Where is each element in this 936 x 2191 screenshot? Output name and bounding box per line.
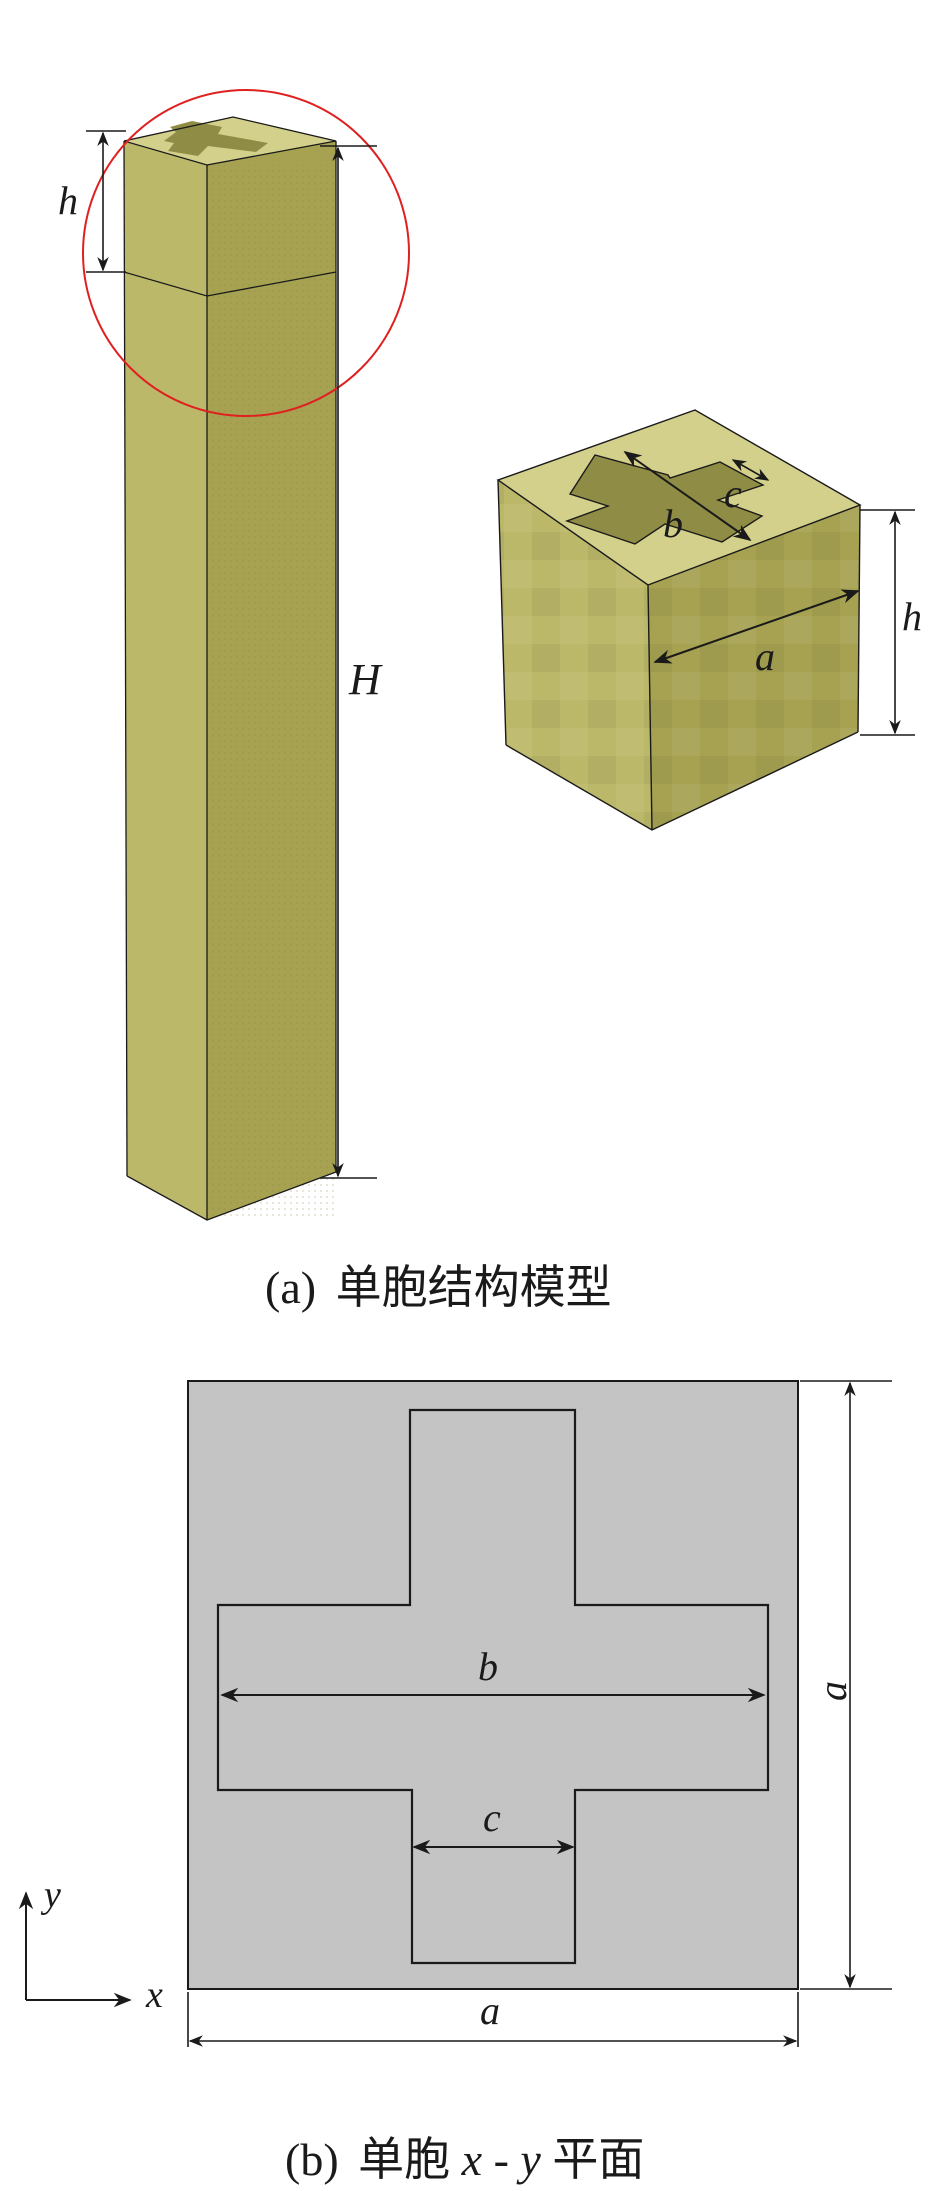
section-square — [187, 1380, 799, 1990]
column-cross-hole — [164, 121, 268, 156]
caption-b-var-x: x — [461, 2134, 483, 2185]
column-model: h H — [58, 89, 410, 1221]
b-cube-label: b — [663, 501, 683, 546]
a-right-label: a — [810, 1681, 855, 1701]
c-cube-label: c — [724, 471, 742, 516]
caption-b-dash: - — [494, 2134, 509, 2185]
caption-b-text-2: 平面 — [552, 2134, 644, 2185]
column-front-face — [124, 141, 207, 1220]
a-bottom-label: a — [480, 1988, 500, 2033]
caption-a-tag: (a) — [265, 1262, 316, 1313]
a-cube-label: a — [755, 634, 775, 679]
b-cube-arrow — [623, 450, 752, 542]
cell-boundary-line — [123, 271, 337, 297]
b-section-label: b — [478, 1644, 498, 1689]
a-cube-arrow — [653, 589, 860, 664]
caption-a-text: 单胞结构模型 — [336, 1262, 612, 1313]
unit-cell-cube: b c a h — [496, 409, 922, 831]
c-cube-arrow — [731, 459, 770, 481]
caption-a: (a) 单胞结构模型 — [265, 1262, 612, 1313]
axis-y-label: y — [40, 1874, 61, 1916]
h-column-label: h — [58, 178, 78, 223]
caption-b-text-1: 单胞 — [358, 2134, 450, 2185]
c-section-label: c — [483, 1795, 501, 1840]
H-label: H — [348, 655, 383, 704]
caption-b-var-y: y — [516, 2134, 541, 2185]
caption-b-tag: (b) — [285, 2134, 339, 2185]
section-plane: b c a a y x — [18, 1380, 892, 2047]
caption-b: (b) 单胞 x - y 平面 — [285, 2134, 644, 2185]
cross-outline — [216, 1408, 770, 1965]
h-cube-label: h — [902, 594, 922, 639]
column-side-texture — [207, 165, 336, 1220]
axis-x-label: x — [145, 1974, 163, 2016]
highlight-circle — [82, 89, 410, 417]
